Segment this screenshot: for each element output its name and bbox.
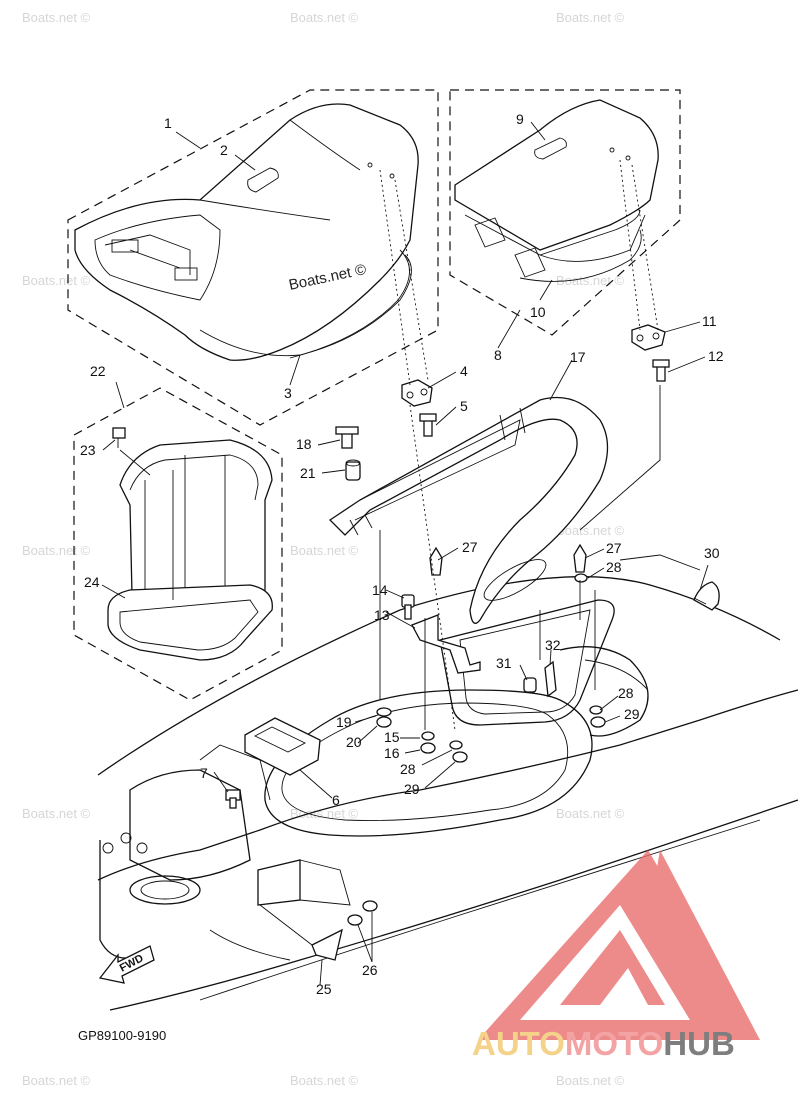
callout-labels: 1 2 3 4 5 6 7 8 9 10 11 12 13 14 15 16 1… [80, 111, 724, 997]
watermark: Boats.net © [556, 806, 625, 821]
callout-6: 6 [332, 792, 340, 808]
callout-2: 2 [220, 142, 228, 158]
callout-18: 18 [296, 436, 312, 452]
group-box-front-seat [67, 89, 439, 426]
callout-31: 31 [496, 655, 512, 671]
small-hardware [225, 324, 720, 961]
callout-28: 28 [618, 685, 634, 701]
callout-3: 3 [284, 385, 292, 401]
callout-1: 1 [164, 115, 172, 131]
hull-deck [97, 554, 799, 1011]
watermark: Boats.net © [22, 543, 91, 558]
callout-15: 15 [384, 729, 400, 745]
callout-19: 19 [336, 714, 352, 730]
watermark: Boats.net © [290, 543, 359, 558]
callout-8: 8 [494, 347, 502, 363]
callout-30: 30 [704, 545, 720, 561]
callout-4: 4 [460, 363, 468, 379]
watermark: Boats.net © [22, 1073, 91, 1088]
callout-16: 16 [384, 745, 400, 761]
watermark: Boats.net © [290, 806, 359, 821]
alignment-lines [119, 159, 661, 731]
callout-21: 21 [300, 465, 316, 481]
part-grab-handle [328, 396, 609, 624]
part-front-seat: Boats.net © [74, 103, 419, 361]
part-seal-rear [519, 229, 642, 282]
group-box-storage-bin [73, 387, 283, 701]
watermark: Boats.net © [22, 273, 91, 288]
callout-28: 28 [606, 559, 622, 575]
leader-lines [101, 121, 709, 986]
callout-7: 7 [200, 765, 208, 781]
callout-27: 27 [462, 539, 478, 555]
callout-26: 26 [362, 962, 378, 978]
callout-9: 9 [516, 111, 524, 127]
callout-12: 12 [708, 348, 724, 364]
part-code: GP89100-9190 [78, 1028, 166, 1043]
callout-29: 29 [624, 706, 640, 722]
watermark: Boats.net © [290, 1073, 359, 1088]
watermark: Boats.net © [556, 10, 625, 25]
callout-10: 10 [530, 304, 546, 320]
callout-22: 22 [90, 363, 106, 379]
callout-28: 28 [400, 761, 416, 777]
watermark: Boats.net © [22, 806, 91, 821]
callout-13: 13 [374, 607, 390, 623]
watermark: Boats.net © [22, 10, 91, 25]
part-rear-seat [454, 99, 659, 278]
callout-14: 14 [372, 582, 388, 598]
part-seal-front [199, 254, 412, 357]
watermark-layer: Boats.net © Boats.net © Boats.net © Boat… [22, 10, 625, 1088]
callout-5: 5 [460, 398, 468, 414]
group-box-rear-seat [449, 89, 681, 336]
callout-17: 17 [570, 349, 586, 365]
watermark: Boats.net © [556, 273, 625, 288]
watermark: Boats.net © [290, 10, 359, 25]
part-storage-bin [107, 427, 273, 661]
watermark: Boats.net © [556, 523, 625, 538]
callout-23: 23 [80, 442, 96, 458]
callout-29: 29 [404, 781, 420, 797]
automotohub-logo: AUTOMOTOHUB [472, 850, 760, 1062]
callout-11: 11 [702, 313, 717, 329]
watermark: Boats.net © [556, 1073, 625, 1088]
callout-20: 20 [346, 734, 362, 750]
callout-27: 27 [606, 540, 622, 556]
callout-24: 24 [84, 574, 100, 590]
callout-32: 32 [545, 637, 561, 653]
callout-25: 25 [316, 981, 332, 997]
logo-text: AUTOMOTOHUB [472, 1025, 735, 1062]
